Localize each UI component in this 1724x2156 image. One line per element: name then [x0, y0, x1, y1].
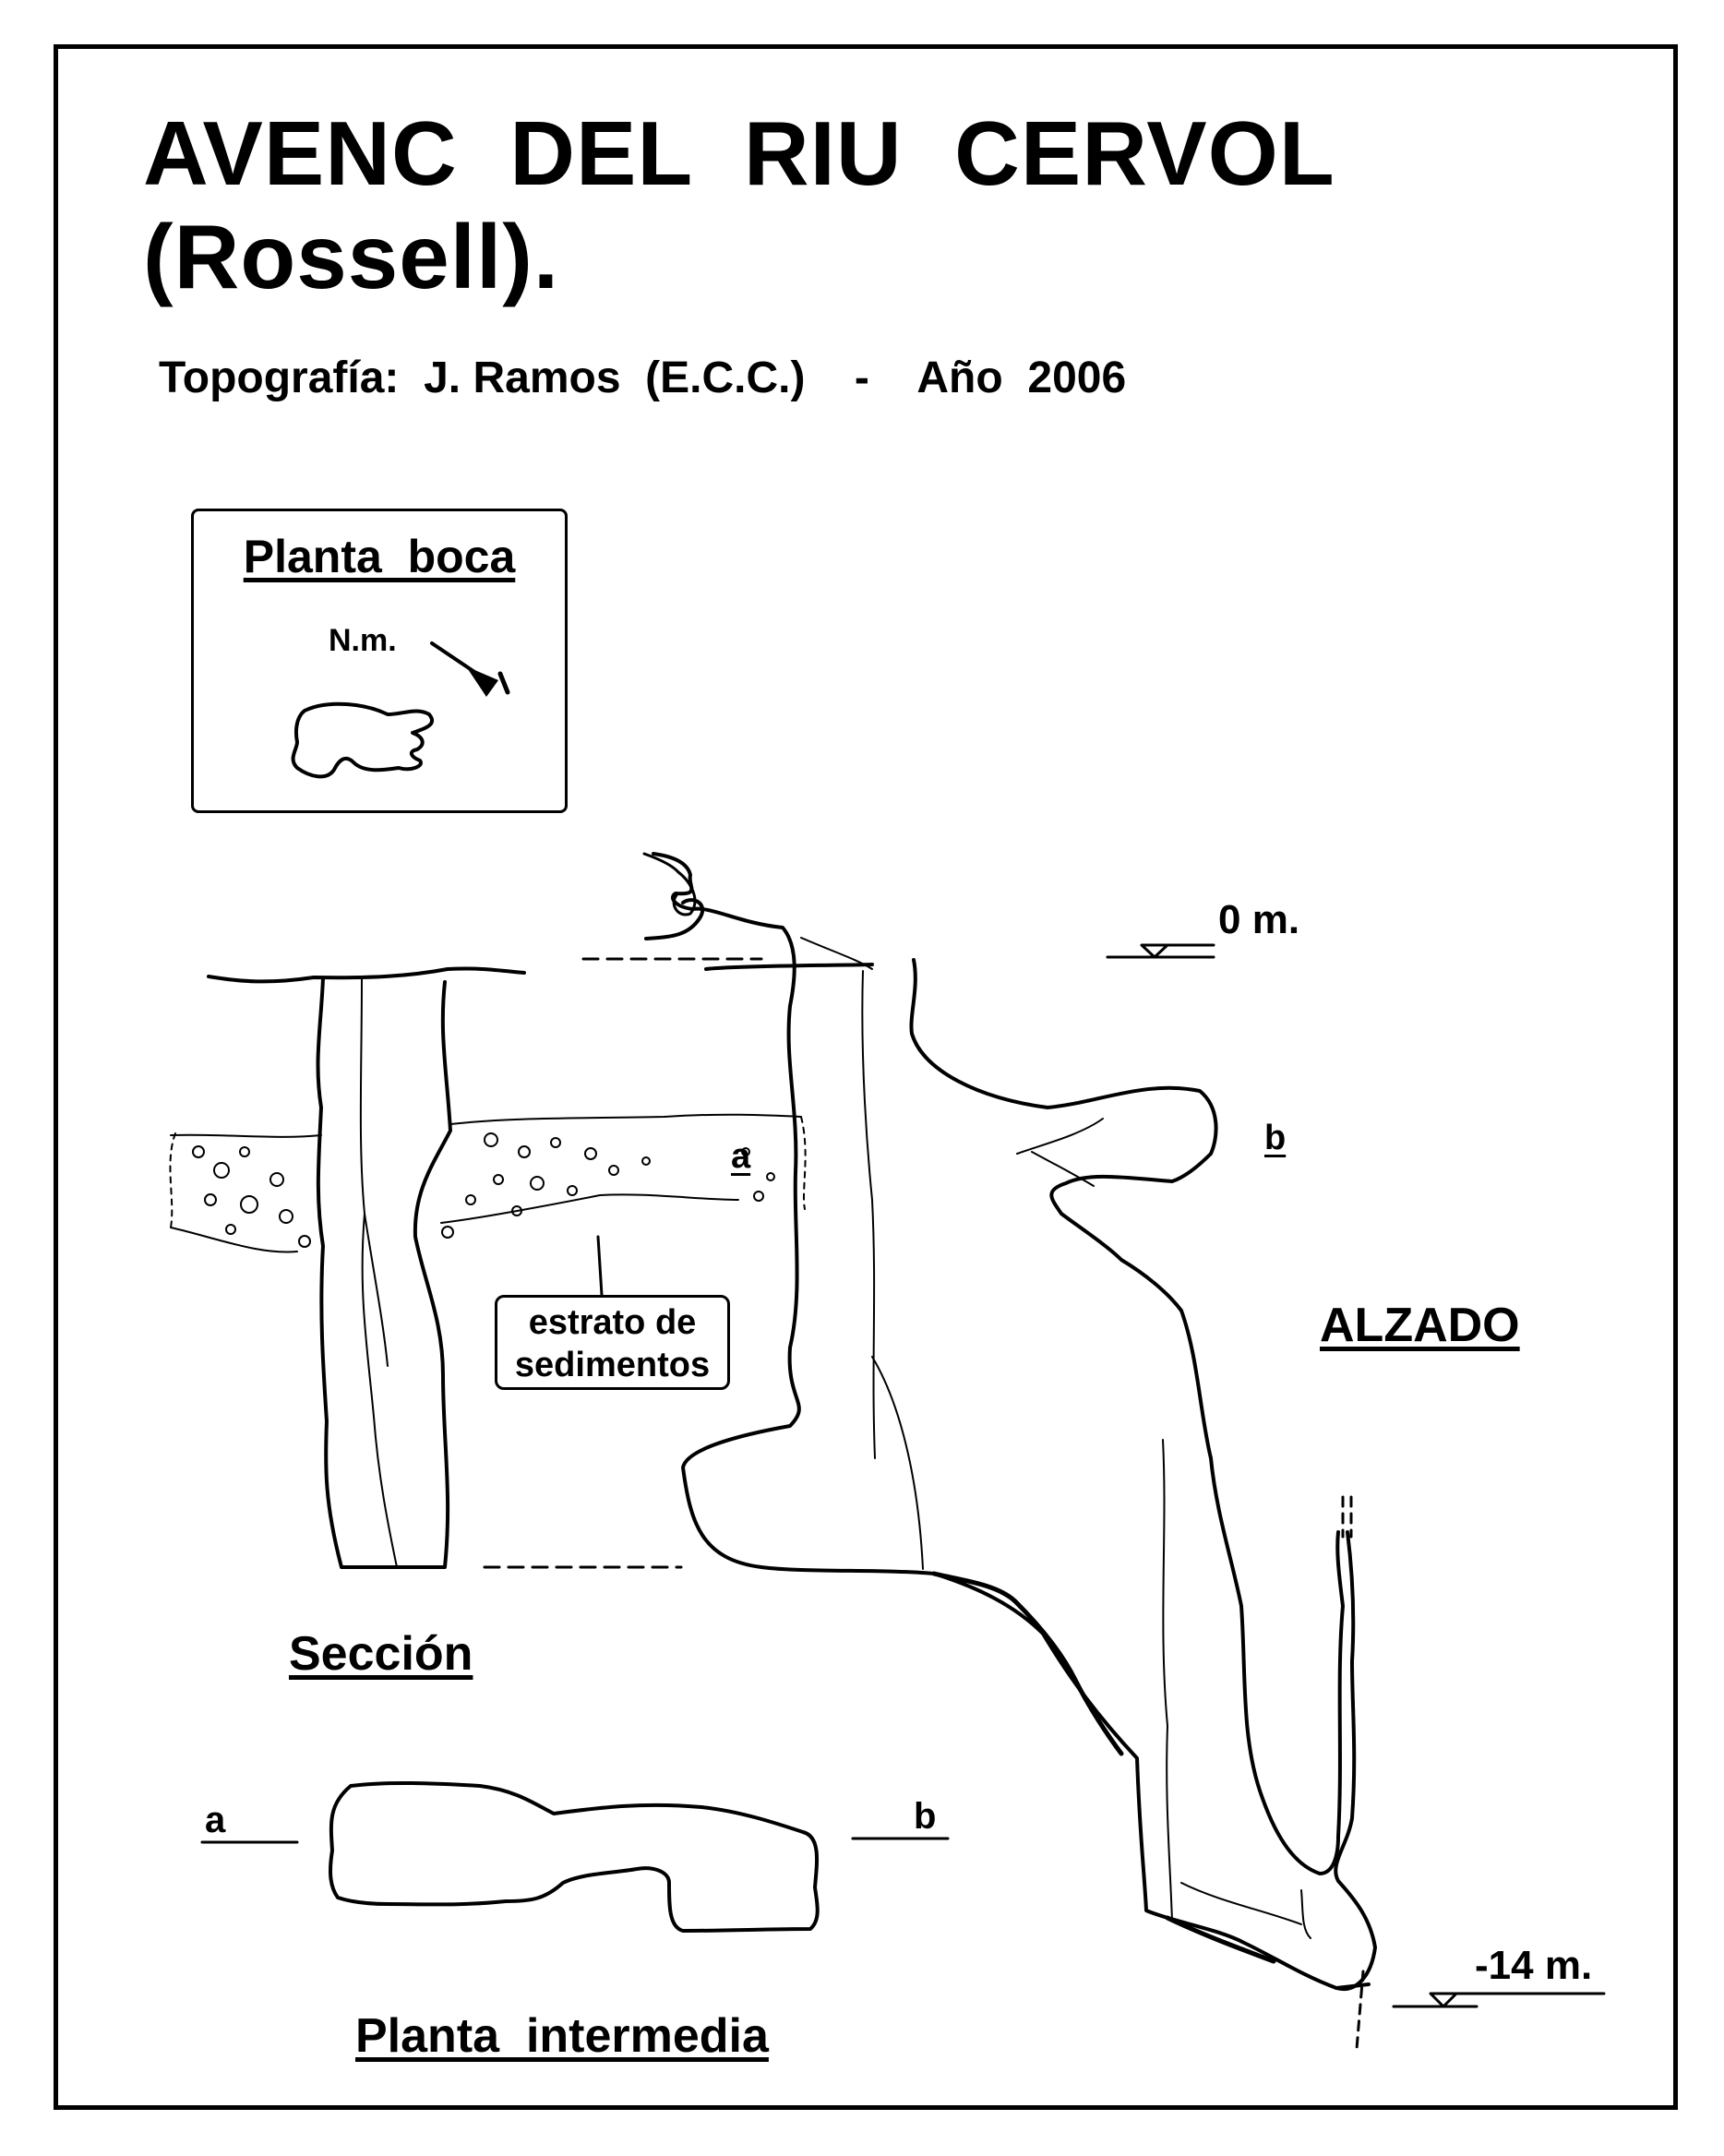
level-marker-0m-icon	[1106, 943, 1215, 959]
intermediate-plan-outline	[329, 1780, 820, 1933]
callout-line-2: sedimentos	[514, 1346, 711, 1384]
plan-cut-b-label: b	[914, 1796, 937, 1837]
elevation-outline	[644, 852, 1377, 1992]
plan-cut-a-label: a	[205, 1800, 226, 1840]
map-frame	[54, 44, 1678, 2110]
depth-label-bottom: -14 m.	[1475, 1943, 1593, 1988]
sediment-callout: estrato de sedimentos	[495, 1295, 730, 1390]
planta-intermedia-label: Planta intermedia	[355, 2009, 769, 2063]
title-line-2: (Rossell).	[143, 206, 560, 307]
section-cut-b-label: b	[1264, 1119, 1287, 1157]
section-cut-a-label: a	[731, 1137, 751, 1176]
magnetic-north-label: N.m.	[329, 623, 397, 658]
callout-line-1: estrato de	[528, 1303, 697, 1342]
map-title: AVENC DEL RIU CERVOL (Rossell).	[143, 102, 1335, 308]
elevation-floor-sediment	[931, 1571, 1276, 1964]
elevation-inner-cracks	[800, 937, 1311, 1939]
callout-leader	[596, 1235, 604, 1297]
survey-credits: Topografía: J. Ramos (E.C.C.) - Año 2006	[159, 353, 1127, 402]
elevation-entrance-scribble	[642, 852, 697, 916]
section-inner-cracks	[359, 977, 398, 1568]
elevation-dashed-continuation	[1341, 1495, 1365, 2051]
north-arrow-icon	[430, 641, 510, 697]
sediment-stratum	[169, 1113, 807, 1253]
title-line-1: AVENC DEL RIU CERVOL	[143, 102, 1335, 204]
depth-label-top: 0 m.	[1218, 897, 1300, 942]
level-marker-14m-icon	[1392, 1992, 1606, 2008]
section-outline	[207, 966, 526, 1569]
plan-cut-lines	[200, 1837, 950, 1844]
planta-boca-title: Planta boca	[243, 531, 516, 582]
seccion-label: Sección	[289, 1627, 473, 1681]
entrance-plan-outline	[291, 701, 434, 779]
section-dashed-lines	[483, 957, 763, 1569]
planta-boca-box: Planta boca N.m.	[191, 509, 568, 813]
alzado-label: ALZADO	[1320, 1299, 1520, 1352]
